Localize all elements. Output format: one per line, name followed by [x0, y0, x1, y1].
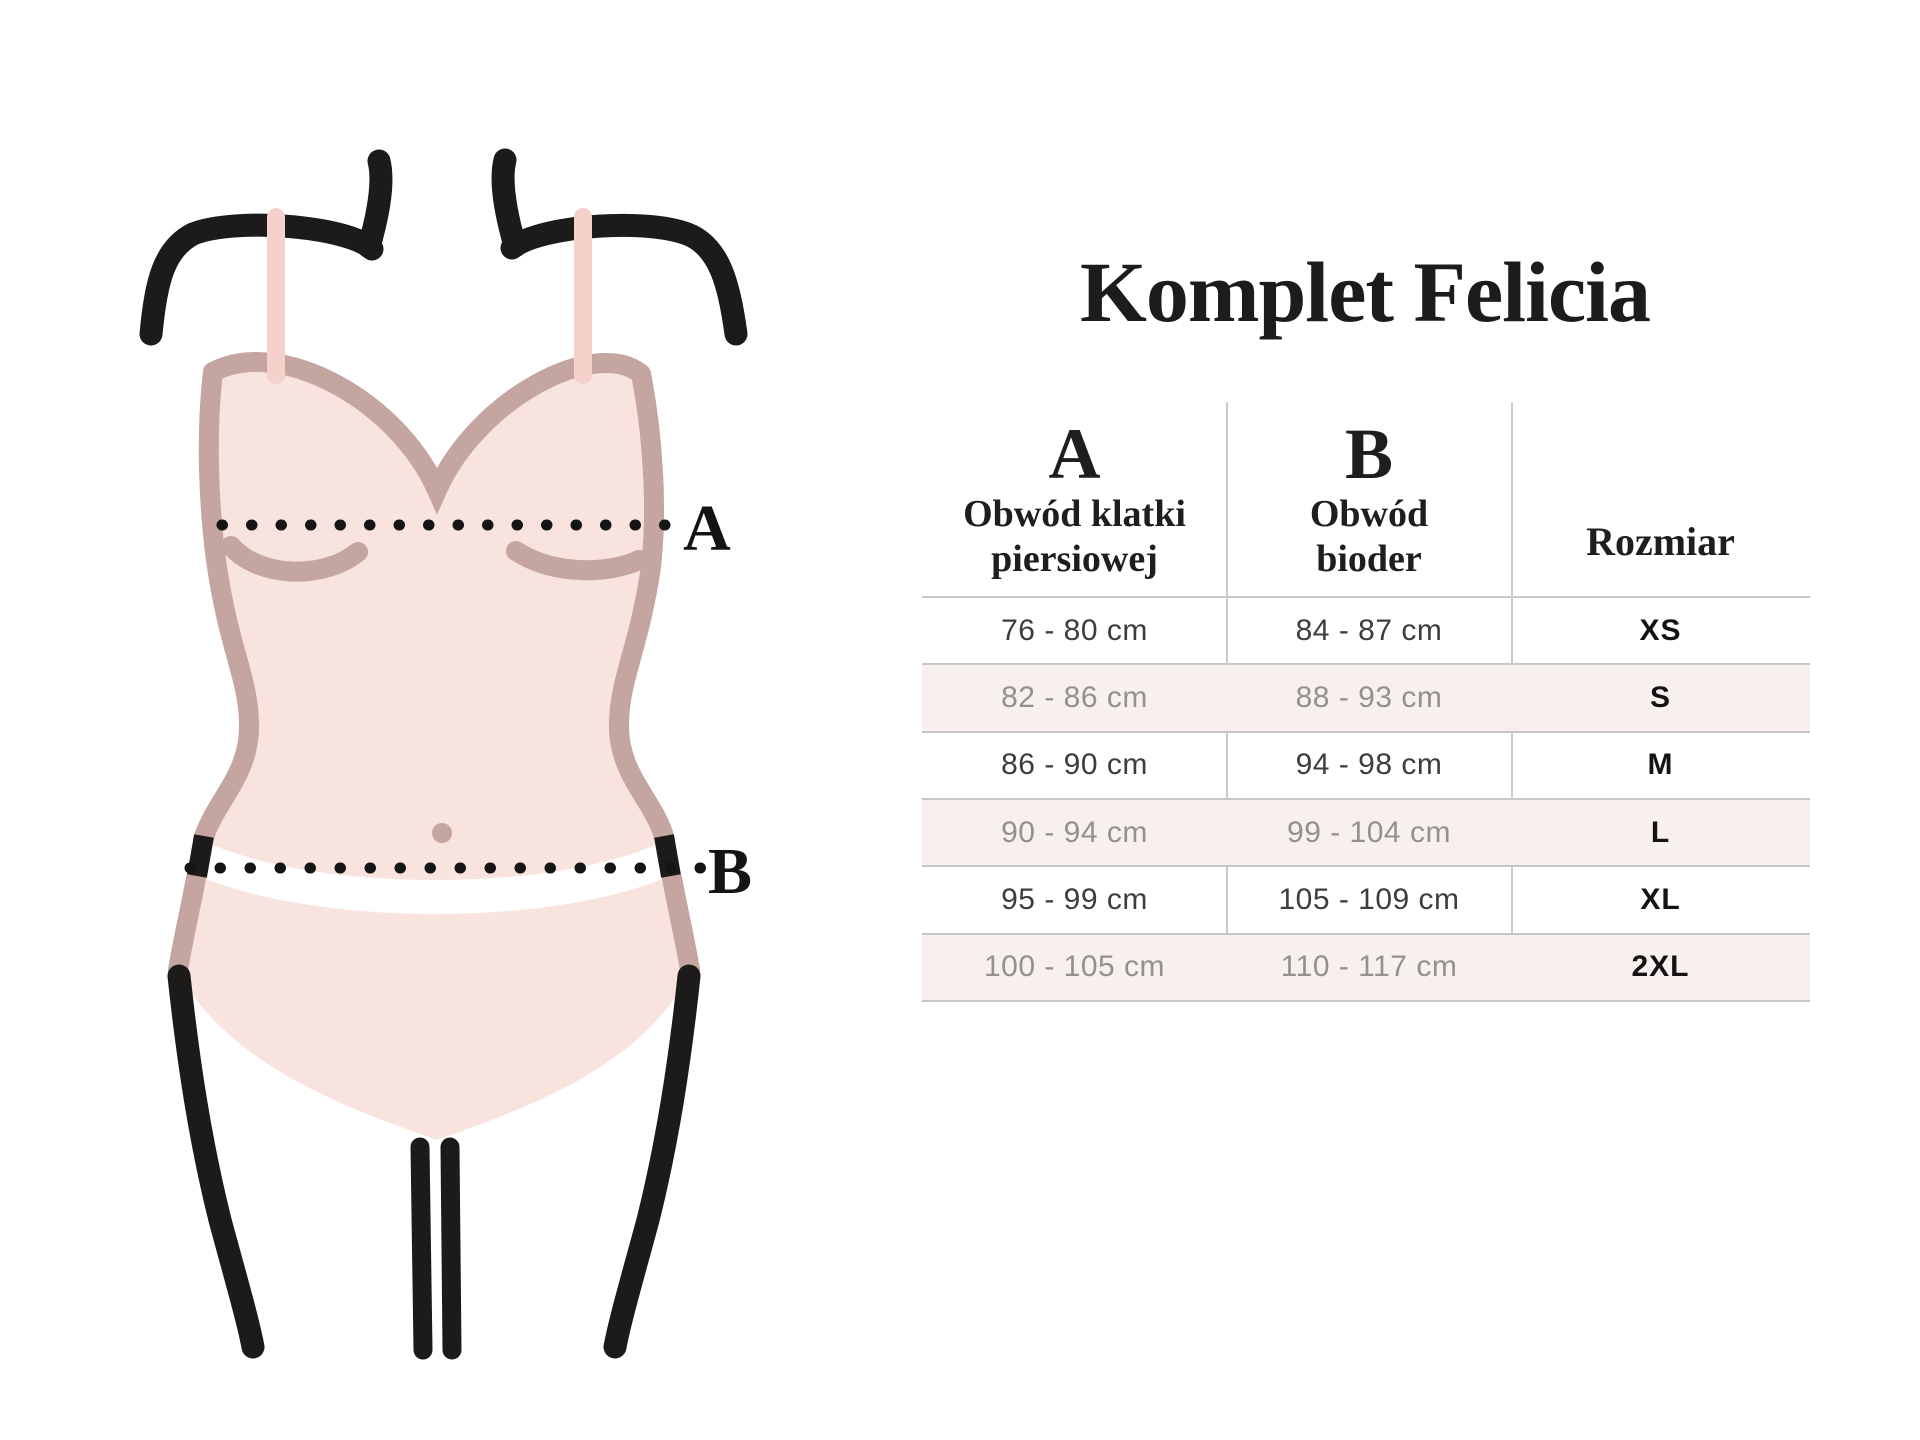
header-letter-b: B	[1344, 414, 1394, 494]
torso-silhouette	[178, 361, 690, 1140]
header-size-label: Rozmiar	[1586, 519, 1735, 564]
size-value: XS	[1639, 613, 1682, 647]
hips-value: 105 - 109 cm	[1278, 882, 1460, 916]
page-title: Komplet Felicia	[1079, 244, 1651, 340]
chest-value: 86 - 90 cm	[1001, 748, 1148, 782]
table-body: 76 - 80 cm 84 - 87 cm XS 82 - 86 cm 88 -…	[922, 598, 1810, 1002]
hips-value: 99 - 104 cm	[1287, 815, 1451, 849]
size-value: L	[1650, 815, 1671, 849]
leg-outline-right	[603, 964, 701, 1359]
inner-leg-line-left	[410, 1137, 433, 1360]
header-chest-line1: Obwód klatki	[963, 493, 1186, 535]
hips-value: 110 - 117 cm	[1280, 950, 1458, 984]
size-table: A Obwód klatki piersiowej B Obwód bioder…	[922, 402, 1810, 1002]
measurement-lines	[184, 519, 707, 874]
header-chest: A Obwód klatki piersiowej	[922, 402, 1227, 596]
size-value: 2XL	[1631, 950, 1690, 984]
neck-stroke-right	[491, 148, 527, 258]
measurement-label-b: B	[708, 835, 752, 908]
hips-value: 88 - 93 cm	[1295, 680, 1443, 714]
chest-value: 95 - 99 cm	[1001, 882, 1148, 916]
side-outline-left	[193, 362, 260, 850]
shoulder-arm-right	[500, 213, 748, 346]
chest-value: 90 - 94 cm	[1001, 815, 1148, 849]
size-value: S	[1649, 680, 1671, 714]
table-row: 86 - 90 cm 94 - 98 cm M	[922, 733, 1810, 800]
underbust-curve-right	[506, 541, 649, 581]
legs-outline	[167, 964, 701, 1360]
figure-svg: A B	[139, 148, 752, 1360]
cami-straps	[267, 208, 592, 384]
leg-outline-left	[167, 964, 265, 1359]
measurement-label-a: A	[683, 492, 731, 565]
header-hips-line2: bioder	[1316, 538, 1422, 580]
size-value: M	[1647, 748, 1674, 782]
hip-band-divider	[190, 844, 678, 914]
size-value: XL	[1640, 882, 1681, 916]
chest-value: 76 - 80 cm	[1001, 613, 1148, 647]
header-chest-line2: piersiowej	[991, 538, 1158, 580]
side-outline-right-lower	[662, 868, 700, 980]
table-row: 76 - 80 cm 84 - 87 cm XS	[922, 598, 1810, 666]
header-hips: B Obwód bioder	[1227, 402, 1511, 596]
shoulder-arm-left	[139, 213, 384, 346]
table-header: A Obwód klatki piersiowej B Obwód bioder…	[922, 402, 1810, 598]
hips-value: 94 - 98 cm	[1295, 748, 1443, 782]
body-measurement-figure: A B	[0, 0, 860, 1440]
table-row: 90 - 94 cm 99 - 104 cm L	[922, 799, 1810, 868]
navel-icon	[432, 823, 452, 843]
header-size: Rozmiar	[1511, 402, 1810, 596]
table-row: 100 - 105 cm 110 - 117 cm 2XL	[922, 934, 1810, 1002]
chest-value: 100 - 105 cm	[983, 950, 1166, 984]
side-outline-right	[608, 364, 675, 850]
hips-value: 84 - 87 cm	[1295, 613, 1443, 647]
header-letter-a: A	[1048, 414, 1101, 494]
header-hips-line1: Obwód	[1309, 493, 1429, 535]
table-row: 82 - 86 cm 88 - 93 cm S	[922, 665, 1810, 733]
hip-mark-left	[187, 834, 214, 878]
inner-leg-line-right	[440, 1137, 462, 1360]
side-outline-left-lower	[168, 868, 206, 980]
chest-value: 82 - 86 cm	[1001, 680, 1148, 714]
arms-outline	[139, 148, 748, 346]
table-row: 95 - 99 cm 105 - 109 cm XL	[922, 867, 1810, 935]
underbust-curve-left	[221, 536, 368, 582]
